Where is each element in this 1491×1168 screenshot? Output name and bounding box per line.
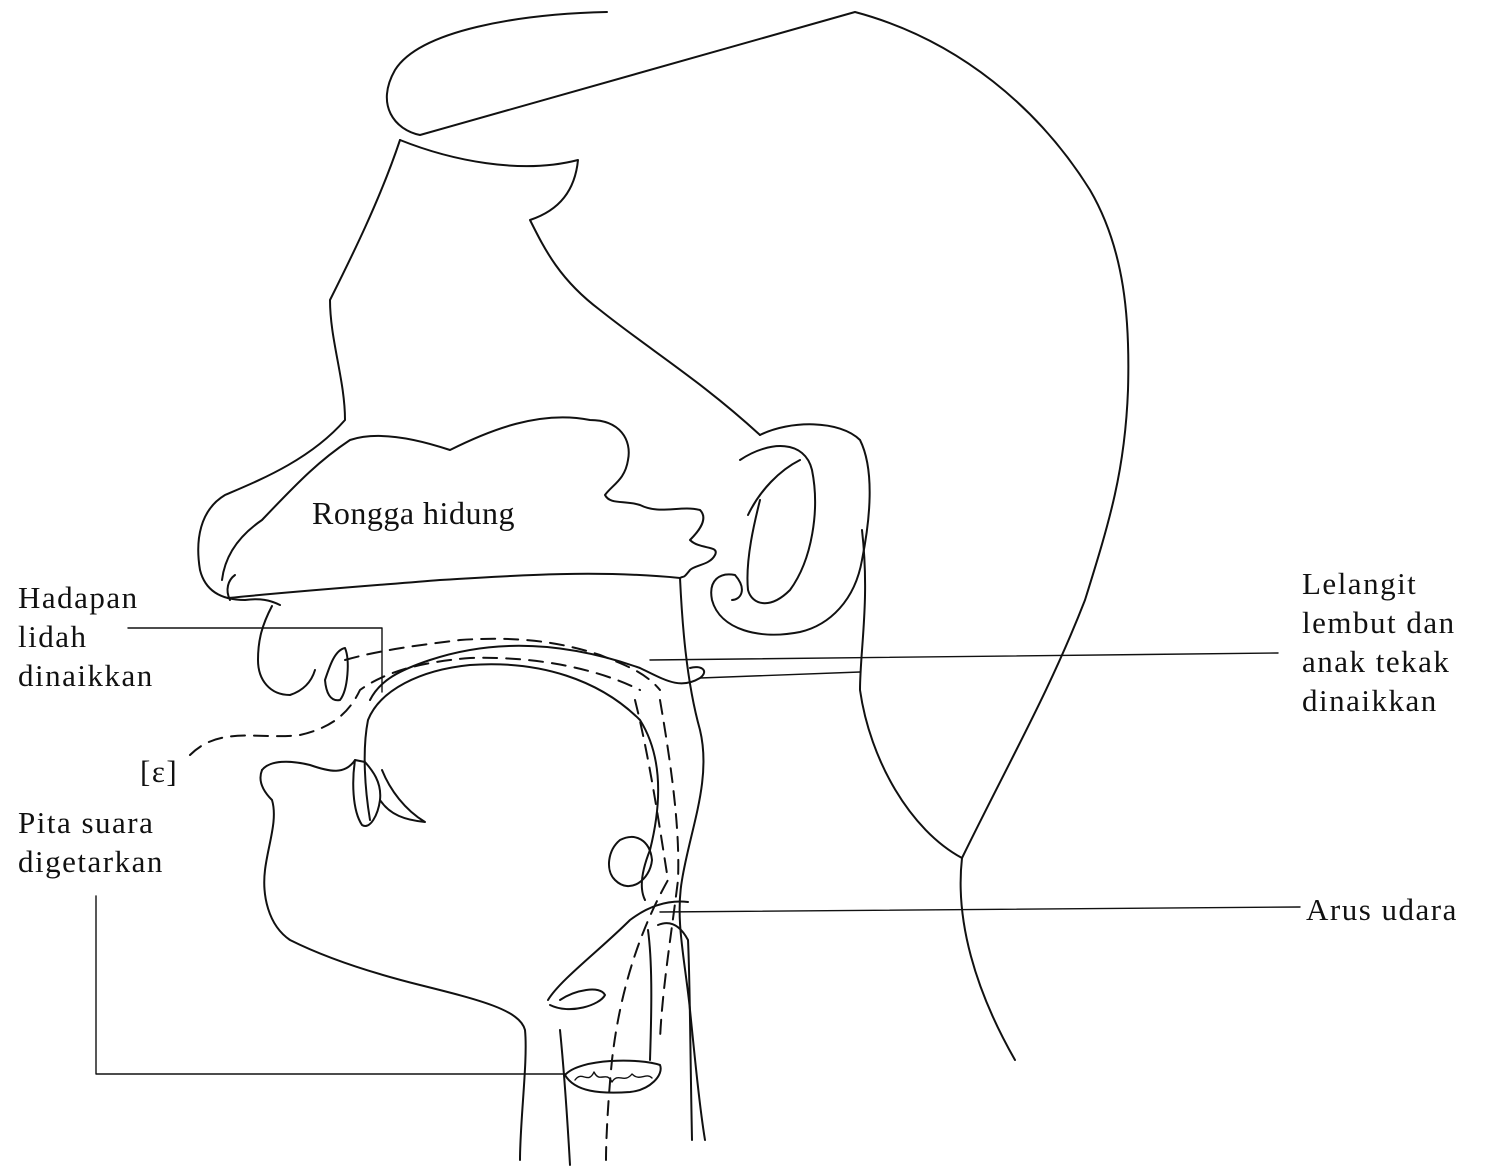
- upper-teeth: [325, 648, 348, 700]
- label-epsilon: [ɛ]: [140, 752, 178, 791]
- label-lelangit: Lelangit lembut dan anak tekak dinaikkan: [1302, 564, 1456, 720]
- palate-line: [228, 574, 680, 598]
- nasal-cavity-outline: [400, 140, 760, 435]
- neck-back: [860, 530, 962, 858]
- trachea-left: [560, 1030, 570, 1165]
- leader-hadapan-lidah: [128, 628, 382, 692]
- trachea-ring: [658, 923, 692, 1140]
- label-hadapan-lidah: Hadapan lidah dinaikkan: [18, 578, 154, 695]
- leader-arus-udara: [660, 907, 1300, 912]
- lower-lip-chin: [260, 770, 525, 1160]
- ear-inner: [740, 446, 815, 603]
- leader-lelangit: [650, 653, 1278, 660]
- larynx-notch: [550, 990, 605, 1010]
- label-pita-suara: Pita suara digetarkan: [18, 803, 164, 881]
- tongue-underside: [380, 770, 425, 822]
- ear-outer: [711, 424, 869, 634]
- tongue: [365, 664, 659, 900]
- ear-fold: [748, 460, 800, 515]
- label-rongga-hidung: Rongga hidung: [312, 494, 515, 533]
- pharynx-wall: [680, 578, 705, 1140]
- airstream-oral: [190, 658, 640, 755]
- leader-lelangit-tail: [700, 672, 860, 678]
- head-outline: [387, 12, 1129, 1060]
- label-arus-udara: Arus udara: [1306, 890, 1458, 929]
- leader-pita-suara: [96, 896, 565, 1074]
- larynx-front: [548, 902, 688, 1000]
- nostril-curve: [228, 575, 235, 600]
- upper-lip: [258, 606, 315, 695]
- trachea-right: [648, 930, 651, 1060]
- airstream-pharynx-right: [660, 700, 678, 1040]
- face-profile-upper: [198, 140, 400, 605]
- soft-palate: [370, 646, 704, 700]
- lower-lip-inner: [262, 760, 355, 771]
- vocal-cords-wave: [575, 1072, 652, 1082]
